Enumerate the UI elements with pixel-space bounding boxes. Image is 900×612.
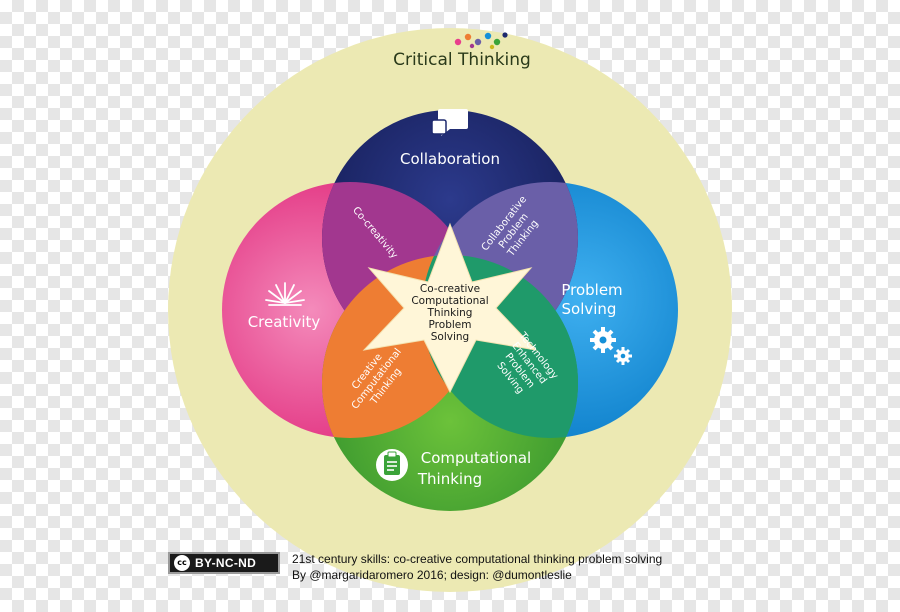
problem-solving-label-line1: Problem — [561, 281, 622, 299]
creative-ct-overlap — [322, 255, 478, 438]
footer-credits: cc BY-NC-ND 21st century skills: co-crea… — [168, 550, 728, 586]
license-badge-text: BY-NC-ND — [195, 556, 257, 570]
tech-label-group: Technology Enhanced Problem Solving — [494, 330, 560, 396]
center-label-line3: Thinking — [427, 307, 473, 319]
center-label-line1: Co-creative — [420, 283, 480, 295]
problem-solving-label-line2: Solving — [562, 300, 617, 318]
critical-thinking-title: Critical Thinking — [393, 50, 531, 70]
cc-icon: cc — [174, 555, 190, 571]
speech-bubbles-icon — [431, 109, 468, 136]
footer-line-1: 21st century skills: co-creative computa… — [292, 552, 663, 566]
license-badge[interactable]: cc BY-NC-ND — [168, 552, 280, 574]
dots-logo-icon — [454, 32, 508, 50]
footer-line-2: By @margaridaromero 2016; design: @dumon… — [292, 568, 572, 582]
computational-label-line1: Computational — [421, 449, 531, 467]
footer-text: 21st century skills: co-creative computa… — [292, 551, 662, 583]
computational-label-line2: Thinking — [417, 470, 482, 488]
center-label-line2: Computational — [411, 295, 488, 307]
gears-icon — [590, 327, 632, 365]
center-label-line4: Problem — [429, 319, 472, 331]
tech-enhanced-overlap — [422, 255, 578, 438]
burst-icon — [265, 282, 305, 306]
creativity-label: Creativity — [248, 313, 321, 331]
collaboration-label: Collaboration — [400, 150, 500, 168]
center-star — [362, 222, 538, 394]
center-label-line5: Solving — [431, 331, 469, 343]
clipboard-icon — [376, 449, 408, 481]
